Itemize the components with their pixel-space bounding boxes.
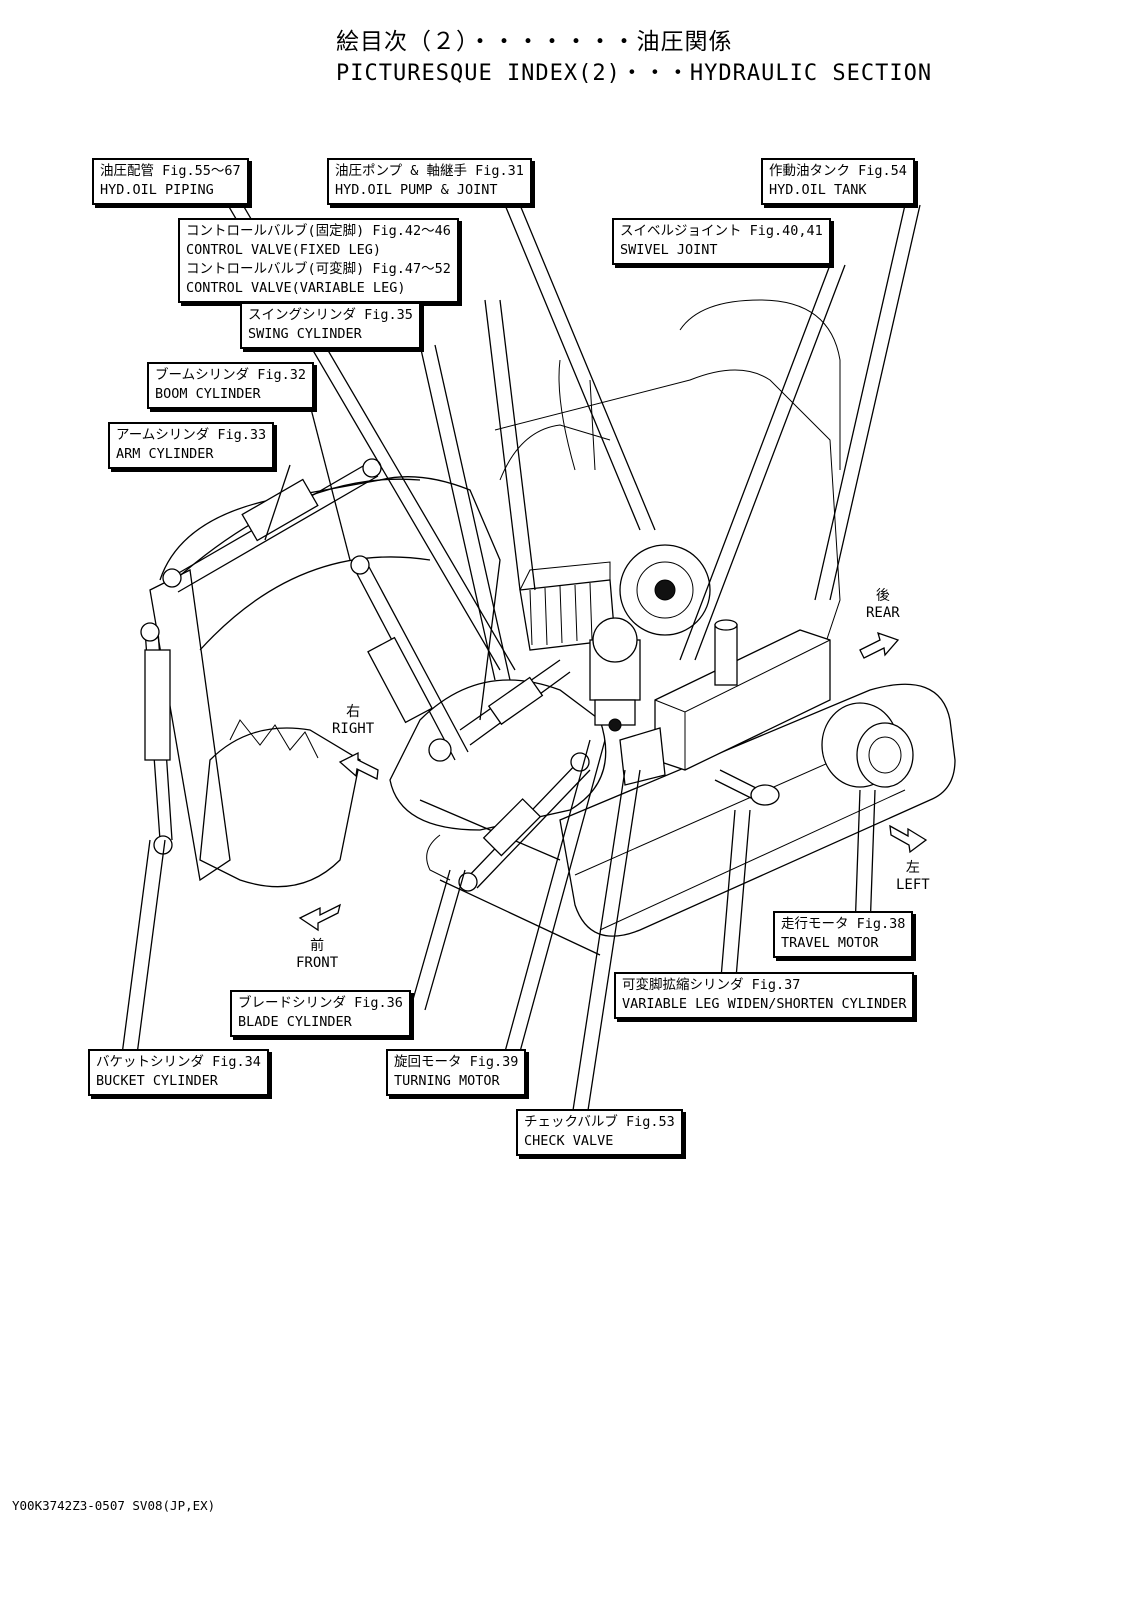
travel-motor-shape (821, 702, 914, 788)
direction-right: 右 RIGHT (332, 704, 374, 738)
label-check-valve[interactable]: チェックバルブ Fig.53 CHECK VALVE (516, 1109, 683, 1156)
direction-rear-jp: 後 (875, 588, 890, 604)
label-turning-motor[interactable]: 旋回モータ Fig.39 TURNING MOTOR (386, 1049, 527, 1096)
blade-cylinder-shape (458, 752, 591, 892)
direction-left-en: LEFT (896, 877, 930, 893)
control-valve-shape (519, 561, 616, 651)
label-hyd-oil-tank[interactable]: 作動油タンク Fig.54 HYD.OIL TANK (761, 158, 915, 205)
bucket-cylinder-shape (140, 622, 173, 855)
direction-arrows (298, 631, 928, 932)
page-title-jp: 絵目次（２）・・・・・・・油圧関係 (336, 29, 733, 55)
label-travel-motor[interactable]: 走行モータ Fig.38 TRAVEL MOTOR (773, 911, 914, 958)
direction-left: 左 LEFT (896, 860, 930, 894)
boom-cylinder-shape (350, 555, 469, 762)
label-swing-cylinder[interactable]: スイングシリンダ Fig.35 SWING CYLINDER (240, 302, 421, 349)
bucket-shape (199, 719, 361, 888)
direction-front: 前 FRONT (296, 938, 338, 972)
rear-arrow-icon (859, 631, 900, 659)
document-code: Y00K3742Z3-0507 SV08(JP,EX) (12, 1498, 216, 1513)
leader-lines (119, 199, 921, 1131)
turning-motor-shape (589, 617, 641, 732)
left-arrow-icon (889, 824, 928, 854)
hydraulic-tank-shape (654, 619, 831, 771)
arm-cylinder-shape (162, 458, 382, 593)
label-bucket-cylinder[interactable]: バケットシリンダ Fig.34 BUCKET CYLINDER (88, 1049, 269, 1096)
direction-right-en: RIGHT (332, 721, 375, 737)
front-arrow-icon (298, 903, 341, 932)
direction-front-jp: 前 (310, 938, 325, 954)
label-variable-leg-cylinder[interactable]: 可変脚拡縮シリンダ Fig.37 VARIABLE LEG WIDEN/SHOR… (614, 972, 915, 1019)
label-blade-cylinder[interactable]: ブレードシリンダ Fig.36 BLADE CYLINDER (230, 990, 411, 1037)
right-arrow-icon (338, 751, 379, 780)
label-boom-cylinder[interactable]: ブームシリンダ Fig.32 BOOM CYLINDER (147, 362, 314, 409)
label-arm-cylinder[interactable]: アームシリンダ Fig.33 ARM CYLINDER (108, 422, 275, 469)
label-swivel-joint[interactable]: スイベルジョイント Fig.40,41 SWIVEL JOINT (612, 218, 831, 265)
check-valve-shape (619, 727, 666, 786)
page-title-en: PICTURESQUE INDEX(2)・・・HYDRAULIC SECTION (336, 61, 933, 86)
swing-cylinder-shape (459, 659, 571, 746)
label-control-valve[interactable]: コントロールバルブ(固定脚) Fig.42～46 CONTROL VALVE(F… (178, 218, 459, 303)
variable-leg-cylinder-shape (714, 769, 780, 806)
label-hyd-oil-pump[interactable]: 油圧ポンプ & 軸継手 Fig.31 HYD.OIL PUMP & JOINT (327, 158, 532, 205)
machine-body (159, 299, 841, 881)
direction-rear-en: REAR (866, 605, 900, 621)
pump-shape (619, 544, 711, 636)
direction-right-jp: 右 (346, 704, 361, 720)
label-hyd-oil-piping[interactable]: 油圧配管 Fig.55～67 HYD.OIL PIPING (92, 158, 249, 205)
direction-rear: 後 REAR (866, 588, 900, 622)
direction-front-en: FRONT (296, 955, 339, 971)
direction-left-jp: 左 (905, 860, 920, 876)
